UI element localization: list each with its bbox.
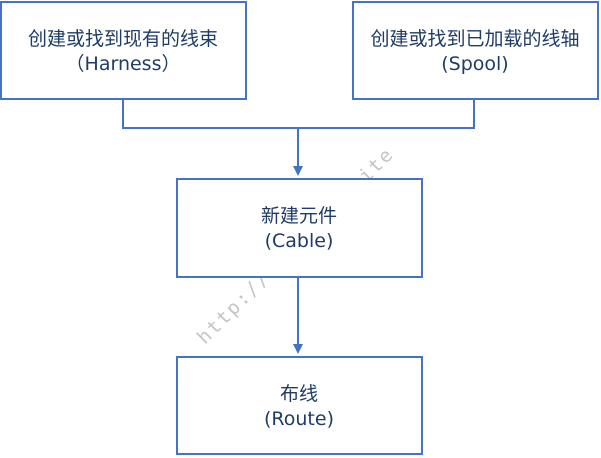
cable-label-line1: 新建元件 — [261, 205, 337, 227]
merge-connector — [122, 100, 475, 129]
harness-label-line1: 创建或找到现有的线束 — [28, 28, 218, 50]
route-box — [176, 356, 423, 455]
harness-box — [0, 1, 247, 100]
cable-box — [176, 178, 423, 278]
spool-label-line2: (Spool) — [441, 53, 508, 75]
harness-label-line2: （Harness） — [66, 53, 181, 75]
spool-box — [352, 1, 599, 100]
cable-label-line2: (Cable) — [265, 230, 334, 252]
route-label-line2: (Route) — [264, 408, 334, 430]
spool-label-line1: 创建或找到已加载的线轴 — [370, 28, 579, 50]
route-label-line1: 布线 — [280, 383, 318, 405]
